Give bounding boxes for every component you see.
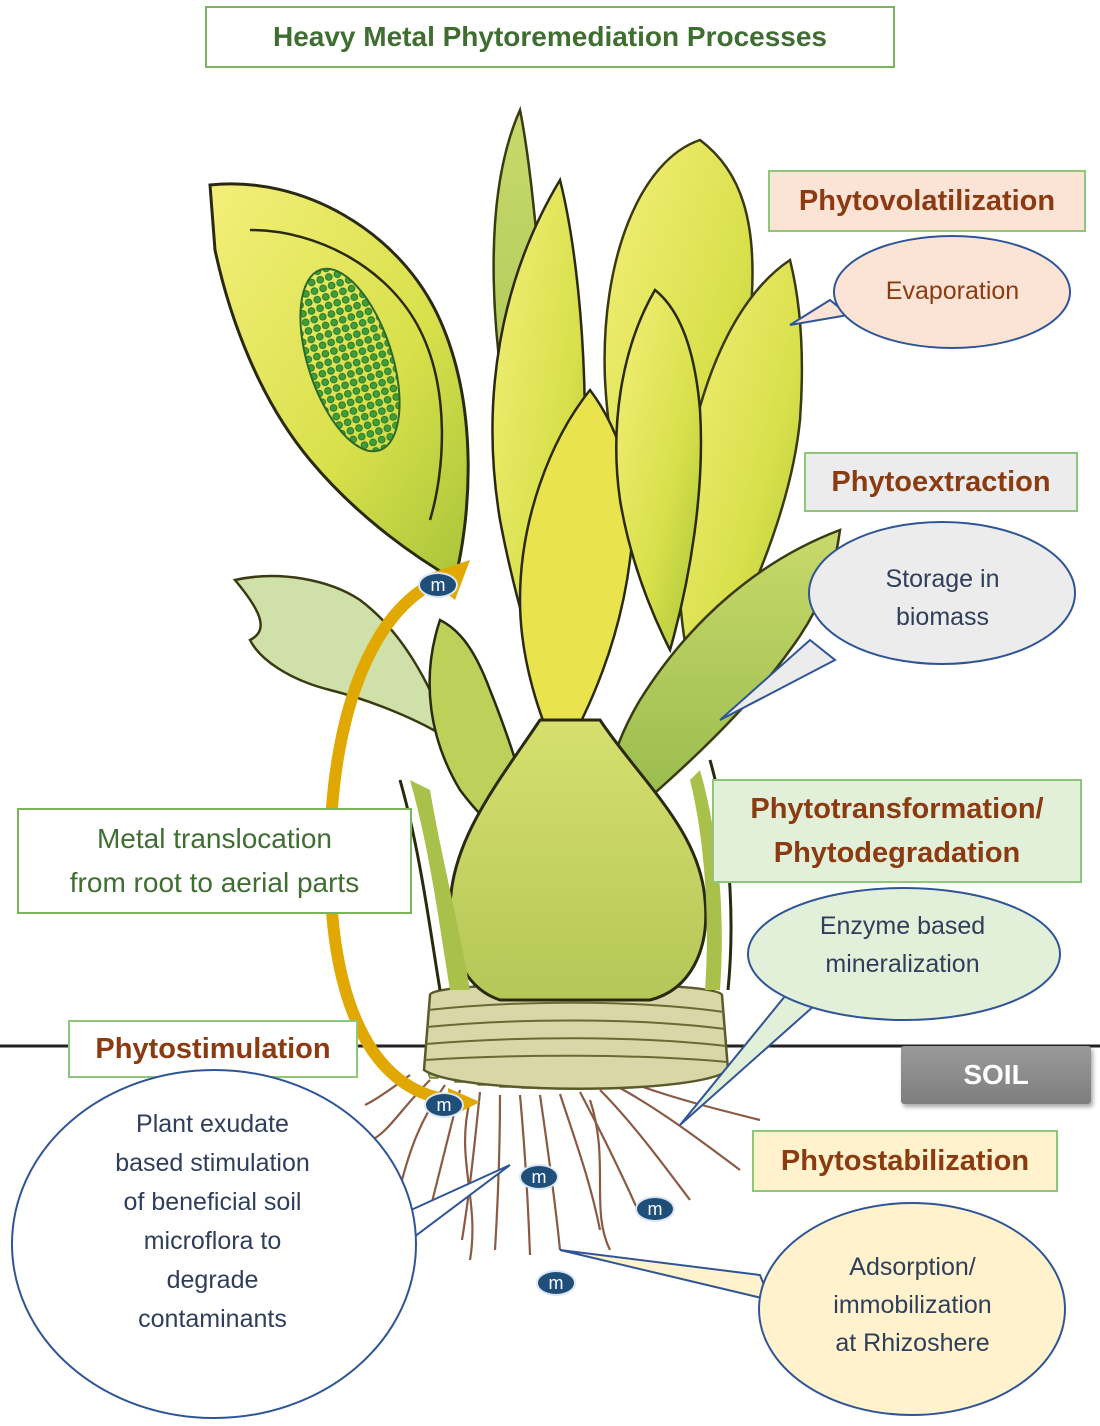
storage-line-2: biomass xyxy=(895,603,990,631)
storage-text: Storage in biomass xyxy=(820,560,1065,636)
evaporation-bubble xyxy=(833,235,1071,349)
exudate-line-3: of beneficial soil xyxy=(123,1188,302,1216)
exudate-line-1: Plant exudate xyxy=(136,1110,289,1138)
spadix xyxy=(299,267,401,453)
phytoextraction-label: Phytoextraction xyxy=(804,452,1078,512)
metal-marker-root-3: m xyxy=(635,1196,675,1222)
translocation-label: Metal translocation from root to aerial … xyxy=(17,808,412,914)
diagram-title: Heavy Metal Phytoremediation Processes xyxy=(205,6,895,68)
metal-marker-shoot: m xyxy=(418,572,458,598)
phytotransformation-line-2: Phytodegradation xyxy=(773,837,1021,869)
adsorption-line-1: Adsorption/ xyxy=(849,1253,976,1281)
exudate-line-2: based stimulation xyxy=(115,1149,310,1177)
enzyme-line-1: Enzyme based xyxy=(819,912,986,940)
adsorption-bubble xyxy=(758,1202,1066,1416)
enzyme-line-2: mineralization xyxy=(825,950,980,978)
phytostabilization-label: Phytostabilization xyxy=(752,1130,1058,1192)
enzyme-text: Enzyme based mineralization xyxy=(760,907,1045,983)
adsorption-line-3: at Rhizoshere xyxy=(835,1329,990,1357)
phytotransformation-line-1: Phytotransformation/ xyxy=(750,793,1044,825)
storage-bubble xyxy=(808,521,1076,665)
phytovolatilization-label: Phytovolatilization xyxy=(768,170,1086,232)
exudate-line-5: degrade xyxy=(166,1266,259,1294)
soil-label: SOIL xyxy=(901,1046,1091,1104)
adsorption-text: Adsorption/ immobilization at Rhizoshere xyxy=(790,1248,1035,1362)
adsorption-line-2: immobilization xyxy=(833,1291,992,1319)
exudate-line-4: microflora to xyxy=(143,1227,282,1255)
bulb xyxy=(398,718,733,1002)
translocation-line-2: from root to aerial parts xyxy=(69,867,360,898)
metal-marker-root-2: m xyxy=(519,1164,559,1190)
left-spathe xyxy=(208,182,470,583)
storage-line-1: Storage in xyxy=(885,565,1000,593)
phytostimulation-label: Phytostimulation xyxy=(68,1020,358,1078)
evaporation-text: Evaporation xyxy=(885,277,1020,305)
metal-marker-root-1: m xyxy=(424,1092,464,1118)
metal-marker-root-4: m xyxy=(536,1270,576,1296)
enzyme-bubble xyxy=(747,887,1061,1021)
phytotransformation-label: Phytotransformation/ Phytodegradation xyxy=(712,779,1082,883)
exudate-line-6: contaminants xyxy=(138,1305,287,1333)
exudate-text: Plant exudate based stimulation of benef… xyxy=(60,1105,365,1339)
exudate-bubble xyxy=(11,1069,417,1419)
translocation-line-1: Metal translocation xyxy=(96,823,332,854)
